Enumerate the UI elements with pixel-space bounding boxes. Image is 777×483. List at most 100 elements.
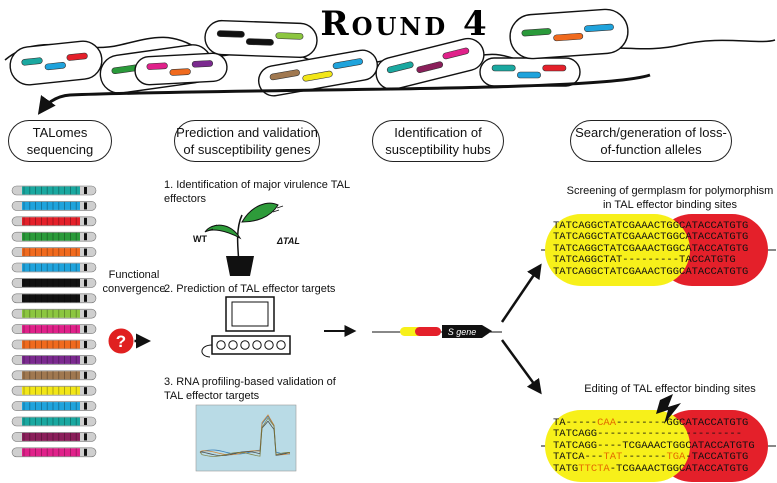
tal-gene-plasmid <box>21 57 43 66</box>
tal-gene-plasmid <box>269 69 300 81</box>
screening-sequence-line: TATCAGGCTATCGAAACTGGCATACCATGTG <box>553 231 749 244</box>
editing-sequence-line: TATCA---TAT-------TGA-TACCATGTG <box>553 452 755 463</box>
tal-repeat-array <box>22 386 80 395</box>
tal-gene-plasmid <box>442 47 470 60</box>
tal-terminal <box>84 448 87 456</box>
lightning-bolt-icon <box>656 394 681 424</box>
tal-terminal <box>84 402 87 410</box>
tal-gene-plasmid <box>491 64 516 72</box>
sequence-segment: TATCAGG----------------------- <box>553 428 743 441</box>
tal-repeat-array <box>22 248 80 257</box>
round-arrow <box>37 73 651 115</box>
rna-profile-plot <box>195 404 297 472</box>
sequence-segment: TA----- <box>553 417 598 429</box>
tal-gene-plasmid <box>216 30 245 38</box>
tal-gene-plasmid <box>416 61 444 73</box>
infection-mark <box>210 224 218 228</box>
step3-label: 3. RNA profiling-based validation of TAL… <box>164 376 336 402</box>
step-prediction-validation: Prediction and validation of susceptibil… <box>174 120 320 162</box>
functional-convergence-label: Functional convergence <box>102 269 166 295</box>
sequence-segment: TATG <box>553 462 579 475</box>
keyboard-key <box>240 340 250 350</box>
tal-repeat-array <box>22 263 80 272</box>
tal-gene-plasmid <box>584 23 614 33</box>
screening-sequence-line: TATCAGGCTATCGAAACTGGCATACCATGTG <box>553 265 749 278</box>
step-susceptibility-hubs: Identification of susceptibility hubs <box>372 120 504 162</box>
tal-terminal <box>84 294 87 302</box>
rna-trace <box>199 417 291 457</box>
edited-bases: TTCTA <box>578 462 610 475</box>
tal-terminal <box>84 187 87 194</box>
computer-screen <box>231 301 269 327</box>
screening-sequence-line: TATCAGGCTATCGAAACTGGCATACCATGTG <box>553 242 749 255</box>
editing-arrow <box>500 339 542 395</box>
tal-repeat-array <box>22 186 80 195</box>
tal-repeat-array <box>22 402 80 411</box>
tal-gene-plasmid <box>245 38 274 46</box>
tal-terminal <box>84 248 87 256</box>
tal-terminal <box>84 387 87 395</box>
tal-gene-plasmid <box>521 28 552 37</box>
tal-terminal <box>84 233 87 241</box>
plant-leaf-right <box>241 202 279 223</box>
screening-arrow <box>500 263 542 323</box>
step1-label: 1. Identification of major virulence TAL… <box>164 179 350 205</box>
infection-mark <box>276 205 284 209</box>
keyboard-key <box>264 340 274 350</box>
edited-bases: TAT <box>603 451 623 464</box>
tal-repeat-array <box>22 309 80 318</box>
tal-repeat-array <box>22 355 80 364</box>
wt-label: WT <box>193 234 207 244</box>
tal-gene-plasmid <box>66 52 88 61</box>
tal-gene-plasmid <box>191 60 214 68</box>
keyboard-key <box>216 340 226 350</box>
tal-terminal <box>84 433 87 441</box>
edited-bases: TGA <box>666 451 686 464</box>
tal-terminal <box>84 264 87 271</box>
sequence-segment: TATCA--- <box>553 451 604 464</box>
tal-gene-plasmid <box>517 71 541 79</box>
edited-bases: CAA <box>597 417 617 429</box>
keyboard-key <box>228 340 238 350</box>
tal-gene-plasmid <box>386 61 414 74</box>
tal-terminal <box>84 341 87 348</box>
editing-sequence-line: TATCAGG----TCGAAACTGGCATACCATGTG <box>553 439 755 452</box>
tal-repeat-array <box>22 278 80 287</box>
tal-repeat-array <box>22 325 80 334</box>
editing-label: Editing of TAL effector binding sites <box>584 383 756 395</box>
question-mark-text: ? <box>116 332 126 351</box>
screening-sequence-line: TATCAGGCTAT---------TACCATGTG <box>553 254 736 267</box>
tal-terminal <box>84 325 87 333</box>
sequence-segment: -TCGAAACTGGCATACCATGTG <box>609 462 749 475</box>
tal-gene-plasmid <box>146 62 168 70</box>
s-gene-label: S gene <box>448 327 477 337</box>
infection-mark <box>206 228 214 232</box>
tal-gene-plasmid <box>553 32 584 42</box>
question-mark-icon <box>107 327 135 355</box>
sequence-segment: ------- <box>622 451 667 464</box>
tal-repeat-array <box>22 201 80 210</box>
s-gene-box <box>442 325 492 338</box>
tal-repeat-array <box>22 432 80 441</box>
tal-repeat-array <box>22 294 80 303</box>
tal-repeat-array <box>22 448 80 457</box>
tal-terminal <box>84 418 87 425</box>
round-title: Round 4 <box>320 4 490 44</box>
tal-terminal <box>84 217 87 225</box>
computer-cable <box>201 344 213 358</box>
tal-repeat-array <box>22 417 80 426</box>
step-talomes-sequencing: TALomes sequencing <box>8 120 112 162</box>
editing-sequence-line: TA-----CAA--------GGCATACCATGTG <box>553 417 755 429</box>
editing-yellow-region <box>545 410 690 482</box>
keyboard-key <box>252 340 262 350</box>
sequence-segment: TATCAGG----TCGAAACTGGCATACCATGTG <box>553 439 755 452</box>
tal-repeat-array <box>22 217 80 226</box>
tal-terminal <box>84 279 87 287</box>
tal-gene-plasmid <box>542 64 567 72</box>
tal-terminal <box>84 202 87 210</box>
tal-repeat-array <box>22 232 80 241</box>
tal-terminal <box>84 310 87 318</box>
tal-gene-plasmid <box>169 68 191 76</box>
